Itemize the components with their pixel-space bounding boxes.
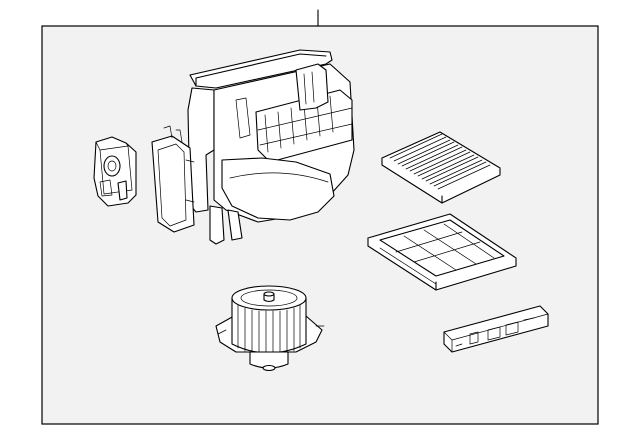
filter-tray-icon[interactable] bbox=[367, 213, 517, 291]
hvac-housing-icon[interactable] bbox=[187, 49, 355, 245]
filter-icon[interactable] bbox=[381, 131, 501, 204]
blower-fan-icon[interactable] bbox=[215, 285, 325, 372]
cover-plate-icon[interactable] bbox=[151, 125, 195, 233]
access-cover-icon[interactable] bbox=[443, 305, 549, 353]
servo-motor-icon[interactable] bbox=[93, 136, 137, 207]
